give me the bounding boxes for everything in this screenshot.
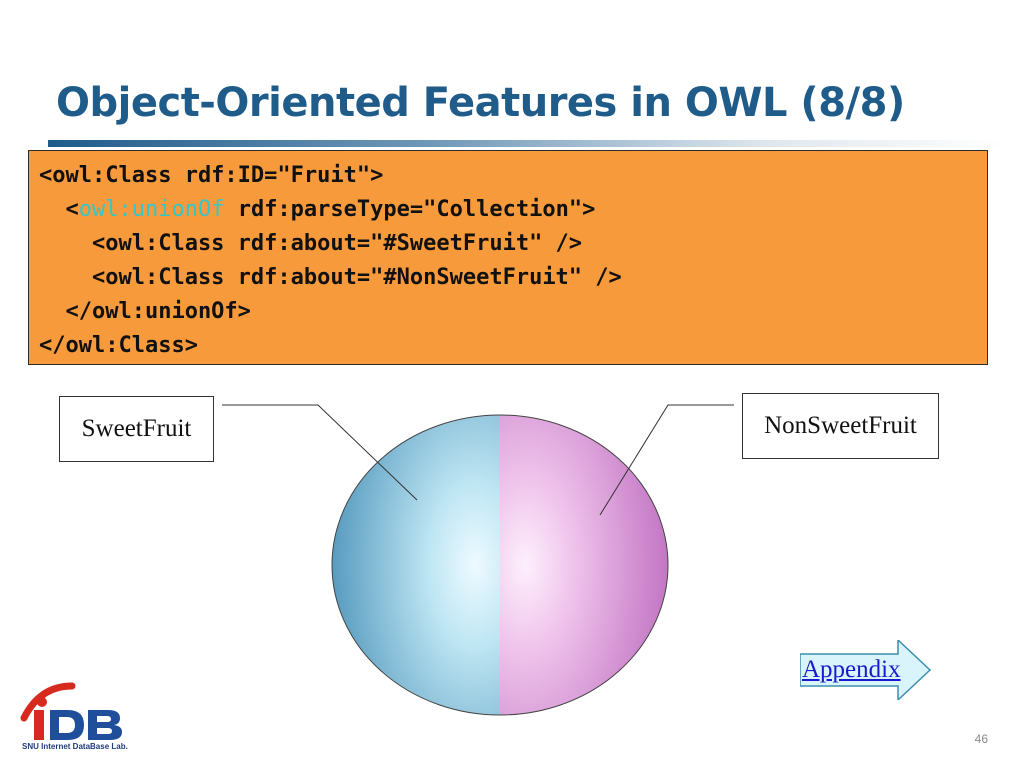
- appendix-arrow-icon[interactable]: [800, 640, 932, 700]
- title-underline: [48, 140, 1008, 147]
- nonsweetfruit-callout-line: [599, 404, 734, 516]
- code-line-2-prefix: <: [39, 197, 79, 222]
- code-block: <owl:Class rdf:ID="Fruit"> <owl:unionOf …: [28, 150, 988, 365]
- appendix-link[interactable]: Appendix: [802, 656, 901, 683]
- slide-title: Object-Oriented Features in OWL (8/8): [56, 80, 905, 126]
- fruit-ellipse-outline: [331, 414, 669, 716]
- nonsweetfruit-label: NonSweetFruit: [742, 393, 939, 459]
- sweetfruit-label: SweetFruit: [59, 396, 214, 462]
- code-line-3: <owl:Class rdf:about="#SweetFruit" />: [39, 231, 583, 256]
- code-line-5: </owl:unionOf>: [39, 299, 251, 324]
- idb-logo: [20, 682, 122, 740]
- sweetfruit-half-ellipse: [332, 415, 500, 715]
- logo-caption: SNU Internet DataBase Lab.: [22, 742, 128, 751]
- code-line-6: </owl:Class>: [39, 333, 198, 358]
- code-line-1: <owl:Class rdf:ID="Fruit">: [39, 163, 384, 188]
- code-line-4: <owl:Class rdf:about="#NonSweetFruit" />: [39, 265, 622, 290]
- nonsweetfruit-half-ellipse: [500, 415, 668, 715]
- code-line-2-rest: rdf:parseType="Collection">: [224, 197, 596, 222]
- sweetfruit-callout-line: [222, 404, 418, 501]
- page-number: 46: [974, 732, 988, 746]
- code-keyword-unionof: owl:unionOf: [78, 197, 225, 222]
- code-line-2: <owl:unionOf rdf:parseType="Collection">: [39, 193, 987, 227]
